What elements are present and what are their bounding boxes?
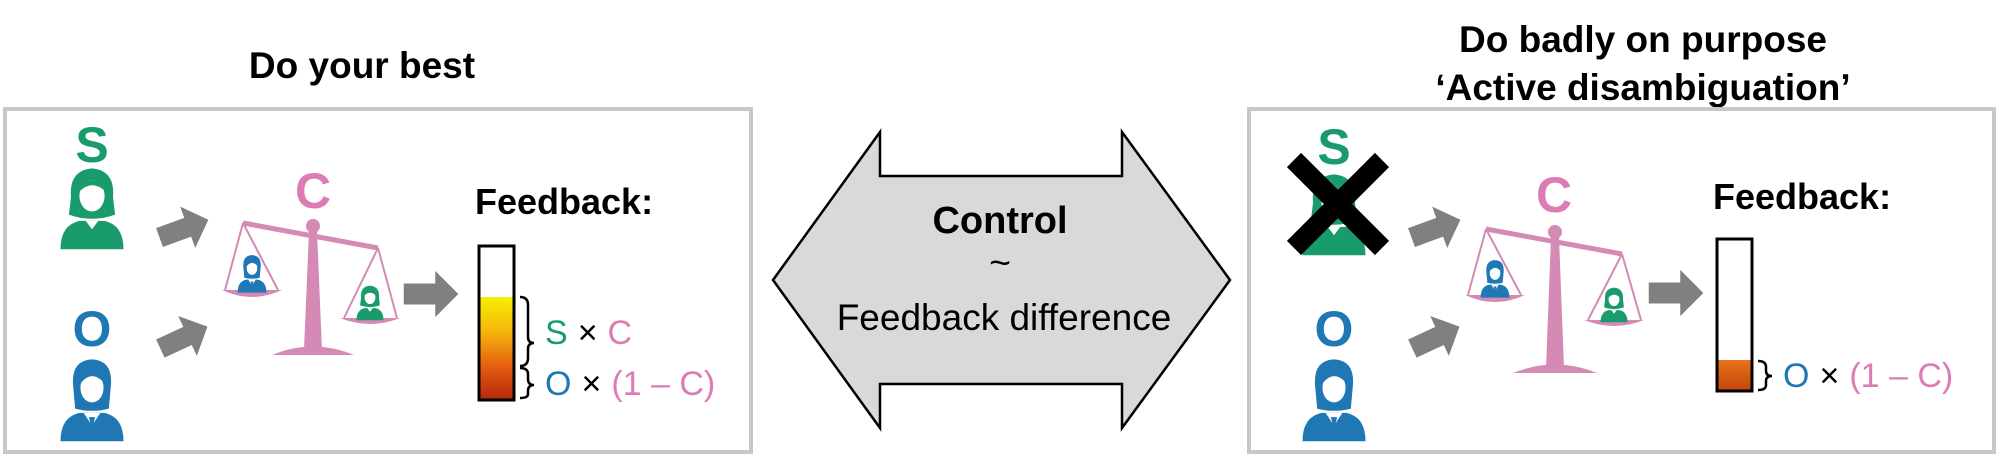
other-person-icon	[1302, 359, 1366, 442]
brace-icon	[519, 295, 535, 368]
confidence-label: C	[295, 163, 331, 219]
balance-scale-icon	[1465, 225, 1644, 373]
arrow-icon	[403, 270, 459, 318]
brace-icon	[519, 366, 535, 400]
self-label: S	[75, 117, 108, 173]
arrow-icon	[151, 199, 216, 259]
arrow-icon	[1403, 306, 1469, 369]
left-panel-title: Do your best	[249, 45, 475, 86]
left-panel-border	[3, 107, 753, 454]
formula-other: O×(1 – C)	[545, 365, 715, 403]
arrow-icon	[1403, 199, 1468, 259]
confidence-label: C	[1536, 167, 1572, 223]
center-double-arrow: Control ~ Feedback difference	[771, 128, 1232, 432]
feedback-label: Feedback:	[475, 181, 653, 222]
self-label: S	[1317, 119, 1350, 175]
balance-scale-icon	[222, 219, 400, 355]
other-label: O	[73, 301, 112, 357]
arrow-icon	[151, 306, 217, 369]
right-panel: Do badly on purpose ‘Active disambiguati…	[1247, 19, 1996, 454]
feedback-label: Feedback:	[1713, 176, 1891, 217]
other-label: O	[1315, 301, 1354, 357]
right-panel-subtitle: ‘Active disambiguation’	[1435, 67, 1850, 108]
formula-self: S×C	[545, 314, 632, 352]
feedback-difference-label: Feedback difference	[837, 297, 1172, 338]
feedback-bar	[477, 244, 516, 402]
self-person-icon	[356, 285, 384, 321]
left-panel: Do your best S O C Feedback:	[3, 45, 753, 454]
formula-other: O×(1 – C)	[1783, 357, 1953, 395]
tilde-label: ~	[989, 242, 1011, 283]
brace-icon	[1757, 359, 1773, 392]
control-label: Control	[932, 200, 1067, 242]
cross-icon	[1286, 152, 1390, 256]
arrow-icon	[1648, 269, 1704, 317]
self-person-icon	[60, 168, 124, 250]
feedback-bar	[1715, 237, 1754, 393]
right-panel-border	[1247, 107, 1996, 454]
other-person-icon	[60, 359, 124, 442]
self-person-icon	[1600, 287, 1628, 323]
right-panel-title: Do badly on purpose	[1459, 19, 1827, 60]
